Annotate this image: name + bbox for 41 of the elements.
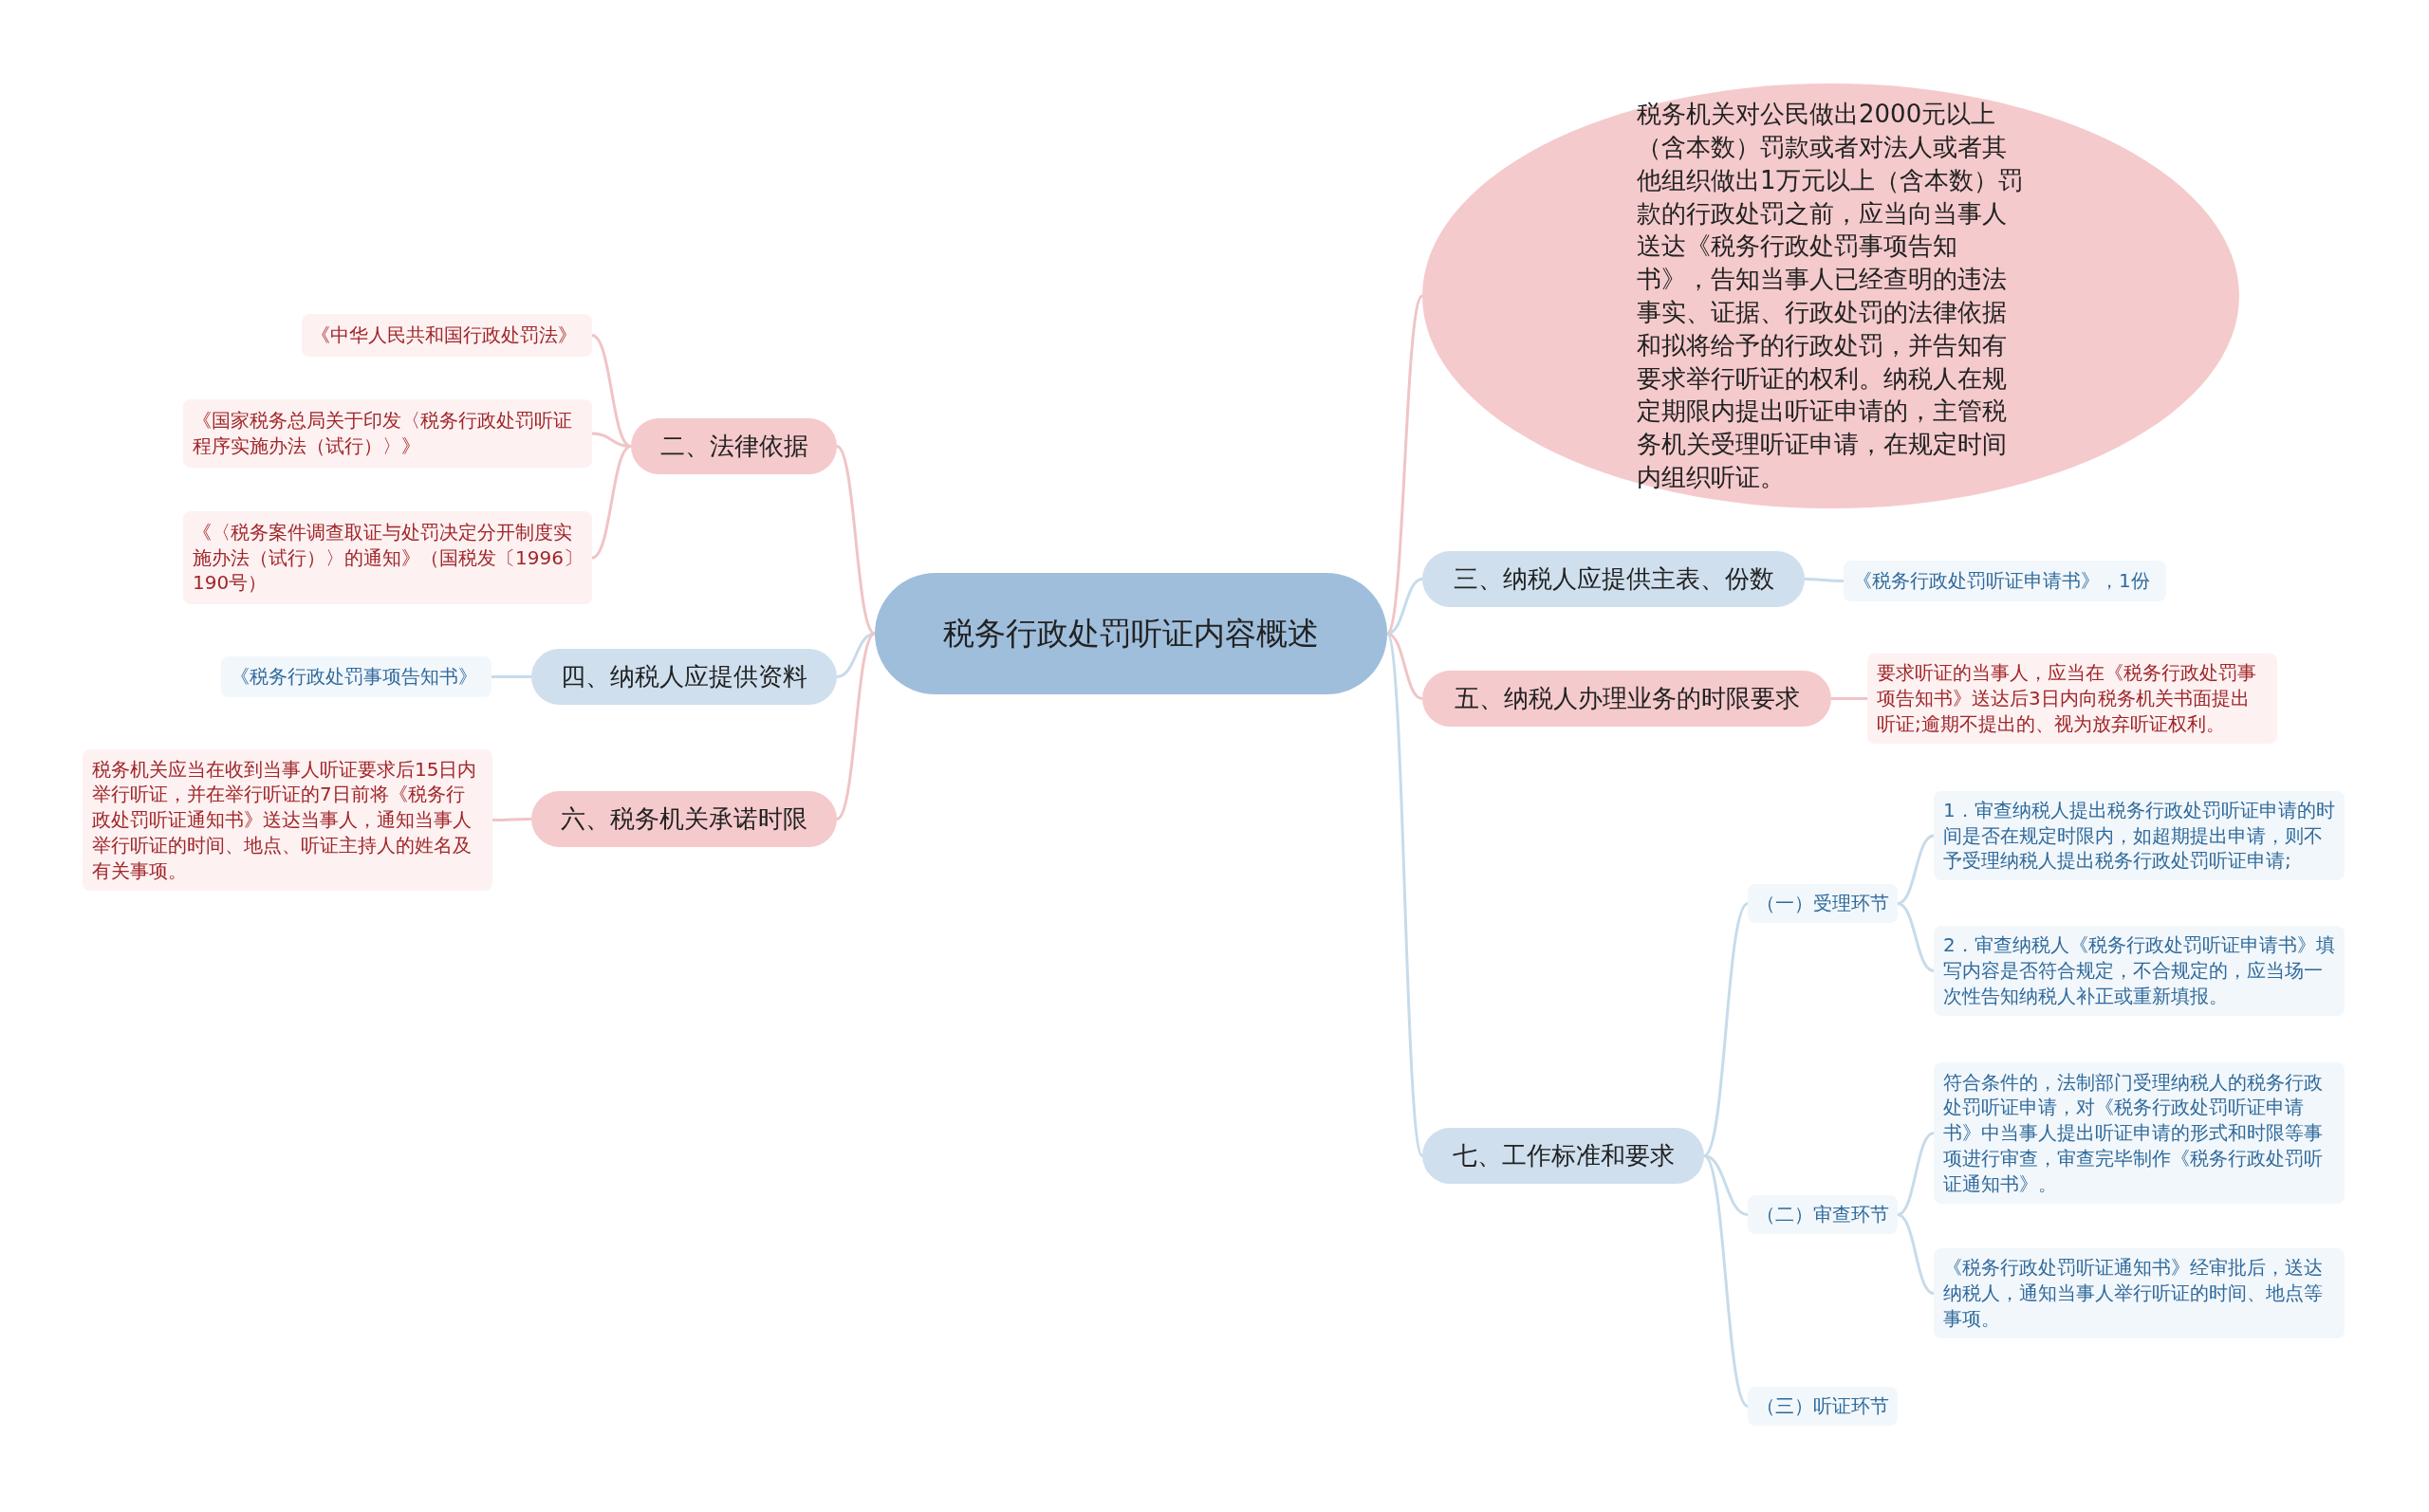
connector-line: [1385, 633, 1424, 1157]
connector-line: [591, 445, 632, 560]
connector-line: [591, 334, 632, 448]
subtopic: （二）审查环节: [1748, 1195, 1898, 1234]
connector-line: [1831, 697, 1867, 700]
leaf-note: 《税务行政处罚听证通知书》经审批后，送达纳税人，通知当事人举行听证的时间、地点等事项。: [1934, 1248, 2345, 1338]
branch-topic: 七、工作标准和要求: [1422, 1128, 1704, 1184]
connector-line: [1805, 578, 1844, 582]
leaf-note: 税务机关应当在收到当事人听证要求后15日内举行听证，并在举行听证的7日前将《税务行政处罚听证通知书》送达当事人，通知当事人举行听证的时间、地点、听证主持人的姓名及有关事项。: [83, 749, 492, 891]
leaf-note: 1．审查纳税人提出税务行政处罚听证申请的时间是否在规定时限内，如超期提出申请，则不予受理纳税人提出税务行政处罚听证申请;: [1934, 791, 2345, 880]
connector-line: [1703, 1154, 1749, 1216]
leaf-note: 符合条件的，法制部门受理纳税人的税务行政处罚听证申请，对《税务行政处罚听证申请书》中当事人提出听证申请的形式和时限等事项进行审查，审查完毕制作《税务行政处罚听证通知书》。: [1934, 1062, 2345, 1204]
subtopic: （三）听证环节: [1748, 1387, 1898, 1426]
branch-topic: 六、税务机关承诺时限: [531, 791, 837, 847]
connector-line: [1897, 902, 1935, 972]
branch-topic: 五、纳税人办理业务的时限要求: [1422, 671, 1831, 727]
connector-line: [1385, 295, 1424, 635]
connector-line: [1897, 834, 1935, 905]
subtopic: （一）受理环节: [1748, 884, 1898, 923]
leaf-note: 《税务行政处罚听证申请书》，1份: [1844, 561, 2166, 601]
connector-line: [1702, 1154, 1750, 1408]
connector-line: [836, 445, 876, 636]
connector-line: [1386, 632, 1423, 700]
leaf-note: 要求听证的当事人，应当在《税务行政处罚事项告知书》送达后3日内向税务机关书面提出听证;逾期不提出的、视为放弃听证权利。: [1867, 654, 2277, 744]
connector-line: [491, 675, 531, 678]
leaf-note: 《税务行政处罚事项告知书》: [221, 656, 491, 697]
leaf-note: 2．审查纳税人《税务行政处罚听证申请书》填写内容是否符合规定，不合规定的，应当场一次性告知纳税人补正或重新填报。: [1934, 926, 2345, 1016]
connector-line: [1897, 1132, 1935, 1216]
branch-topic: 二、法律依据: [631, 418, 837, 474]
connector-line: [1897, 1213, 1935, 1295]
leaf-note: 《国家税务总局关于印发〈税务行政处罚听证程序实施办法（试行）〉》: [183, 399, 592, 468]
branch-topic: 四、纳税人应提供资料: [531, 649, 837, 705]
branch-topic: 三、纳税人应提供主表、份数: [1422, 551, 1805, 607]
central-topic: 税务行政处罚听证内容概述: [875, 573, 1387, 694]
connector-line: [1702, 902, 1750, 1157]
leaf-note: 《〈税务案件调查取证与处罚决定分开制度实施办法（试行）〉的通知》（国税发〔1996〕190号）: [183, 511, 592, 604]
leaf-note: 《中华人民共和国行政处罚法》: [302, 314, 592, 357]
connector-line: [1386, 578, 1423, 636]
topic-bubble: 税务机关对公民做出2000元以上（含本数）罚款或者对法人或者其他组织做出1万元以上（含本数）罚款的行政处罚之前，应当向当事人送达《税务行政处罚事项告知书》，告知当事人已经查明的违法事实、证据、行政处罚的法律依据和拟将给予的行政处罚，并告知有要求举行听证的权利。纳税人在规定期限内提出听证申请的，主管税务机关受理听证申请，在规定时间内组织听证。: [1422, 83, 2239, 508]
connector-line: [492, 818, 531, 821]
connector-line: [836, 632, 876, 821]
